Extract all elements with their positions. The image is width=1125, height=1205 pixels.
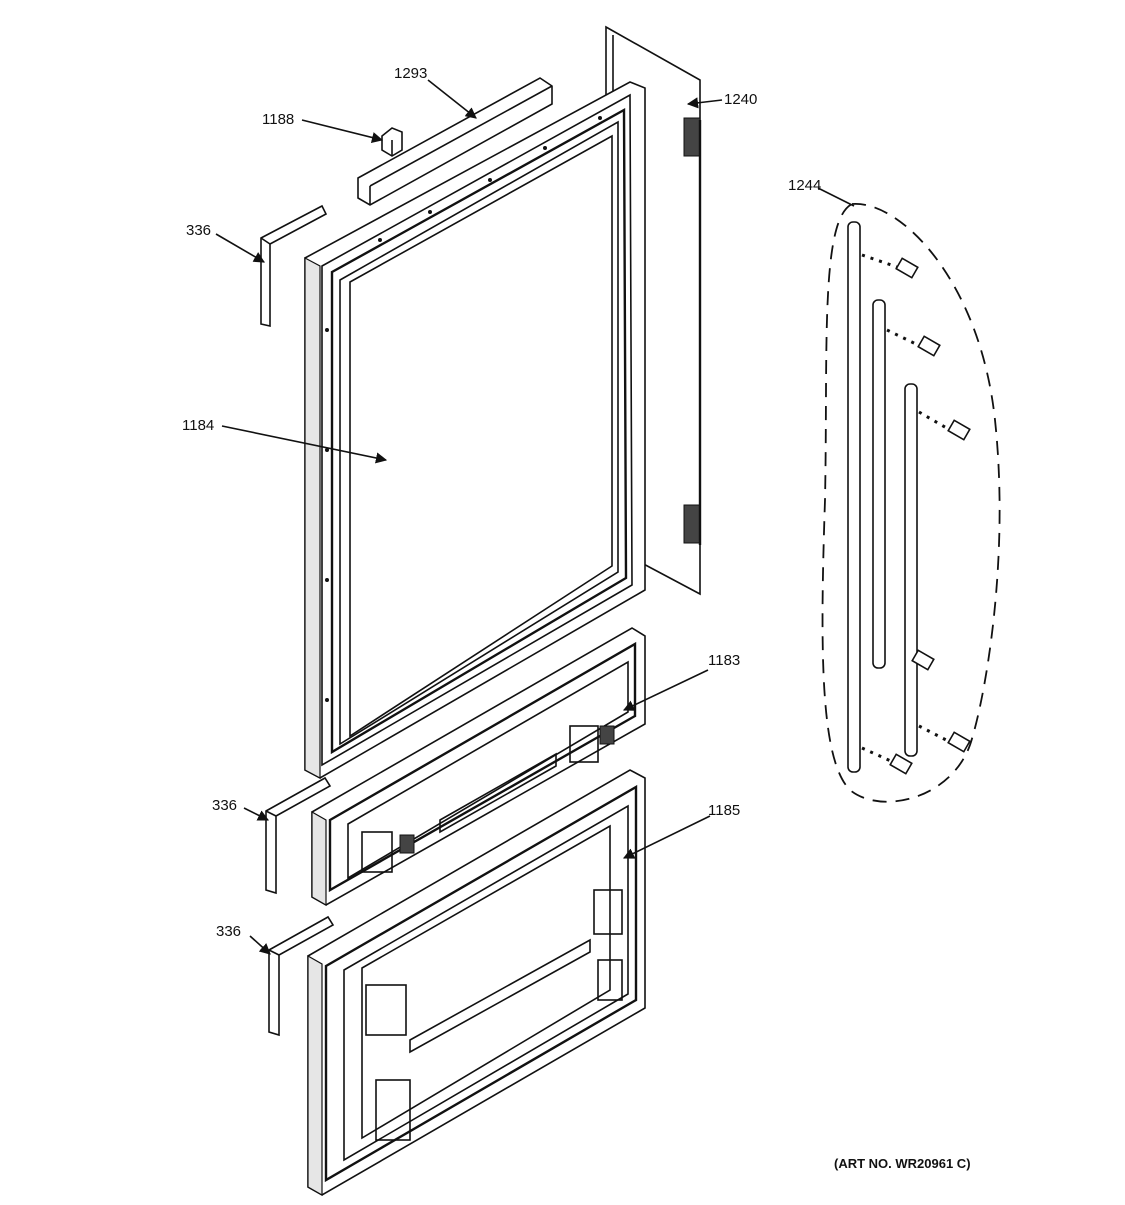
label-336-middle: 336: [212, 797, 237, 814]
label-1244: 1244: [788, 177, 821, 194]
label-336-top: 336: [186, 222, 211, 239]
door-frame-1184: [304, 81, 702, 779]
drawer-front-1183: [311, 627, 646, 907]
top-trim-1293: [357, 77, 553, 206]
label-1240: 1240: [724, 91, 757, 108]
label-1184: 1184: [182, 417, 214, 434]
handle-kit-1244: [821, 203, 1001, 803]
art-number: (ART NO. WR20961 C): [834, 1156, 971, 1171]
label-336-bottom: 336: [216, 923, 241, 940]
drawer-front-1185: [307, 769, 646, 1197]
clip-1188: [381, 127, 403, 157]
leader-lines: [215, 79, 855, 955]
label-1188: 1188: [262, 111, 294, 128]
label-1185: 1185: [708, 802, 740, 819]
label-1183: 1183: [708, 652, 740, 669]
trim-336-top: [260, 204, 328, 327]
label-1293: 1293: [394, 65, 427, 82]
